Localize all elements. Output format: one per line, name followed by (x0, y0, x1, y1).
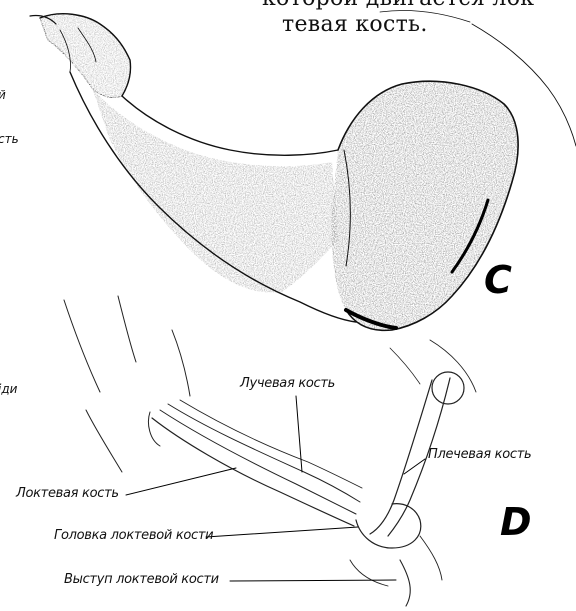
label-radius: Лучевая кость (240, 376, 335, 391)
figure-letter-d: D (500, 500, 532, 544)
body-text: которой двигается лок- тевая кость. (262, 0, 562, 38)
body-text-line-2: тевая кость. (262, 12, 562, 38)
label-ulna-head: Головка локтевой кости (54, 528, 213, 543)
margin-fragment-c: іди (0, 382, 17, 396)
margin-fragment-a: й (0, 88, 6, 102)
bone-drawing-d (64, 296, 476, 606)
figure-letter-c: C (484, 258, 512, 302)
body-text-line-1: которой двигается лок- (262, 0, 562, 12)
label-olecranon: Выступ локтевой кости (64, 572, 219, 587)
label-humerus: Плечевая кость (428, 447, 531, 462)
margin-fragment-b: сть (0, 132, 19, 146)
label-ulna: Локтевая кость (16, 486, 119, 501)
